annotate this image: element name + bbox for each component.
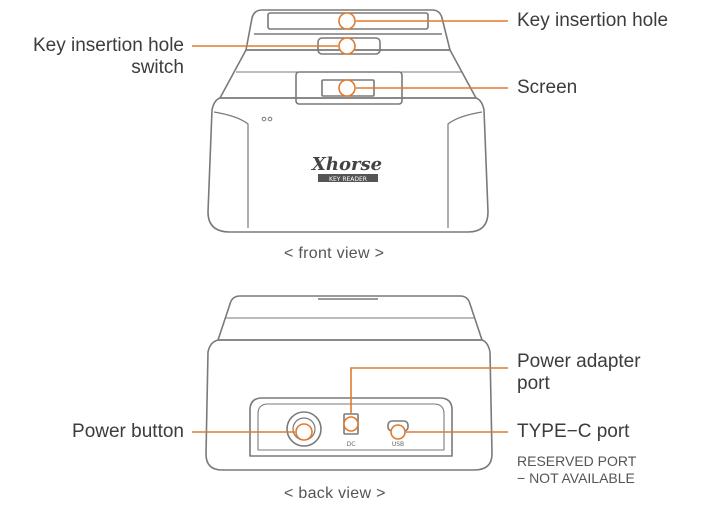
port-usb-label: USB [392,441,404,448]
label-screen: Screen [517,77,578,98]
label-key-switch-line1: Key insertion hole [32,35,184,56]
front-logo-sub: KEY READER [329,176,367,183]
label-power-adapter-line2: port [517,373,550,394]
front-logo: Xhorse [311,154,382,175]
front-view-caption: < front view > [284,245,385,262]
label-typec-port: TYPE−C port [517,421,630,442]
label-power-button: Power button [72,421,184,442]
label-reserved-line2: − NOT AVAILABLE [517,470,635,486]
port-dc-label: DC [347,441,356,448]
back-view-device [205,295,493,471]
callouts [192,12,508,441]
label-reserved-note: RESERVED PORT − NOT AVAILABLE [517,453,636,487]
callout-marker-power-button [295,423,313,441]
front-logo-bar [318,174,378,182]
callout-marker-power-adapter [343,416,359,432]
label-reserved-line1: RESERVED PORT [517,453,637,469]
label-key-insertion-hole: Key insertion hole [517,10,669,31]
callout-marker-key-hole [338,12,356,30]
callout-marker-key-switch [338,37,356,55]
label-key-insertion-switch: Key insertion hole switch [0,35,184,79]
label-key-switch-line2: switch [131,57,184,78]
label-power-adapter-port: Power adapter port [517,351,641,395]
callout-line-power-adapter [350,367,508,414]
label-power-adapter-line1: Power adapter [517,351,641,372]
back-view-caption: < back view > [284,485,386,502]
callout-marker-typec [390,424,406,440]
callout-marker-screen [338,79,356,97]
